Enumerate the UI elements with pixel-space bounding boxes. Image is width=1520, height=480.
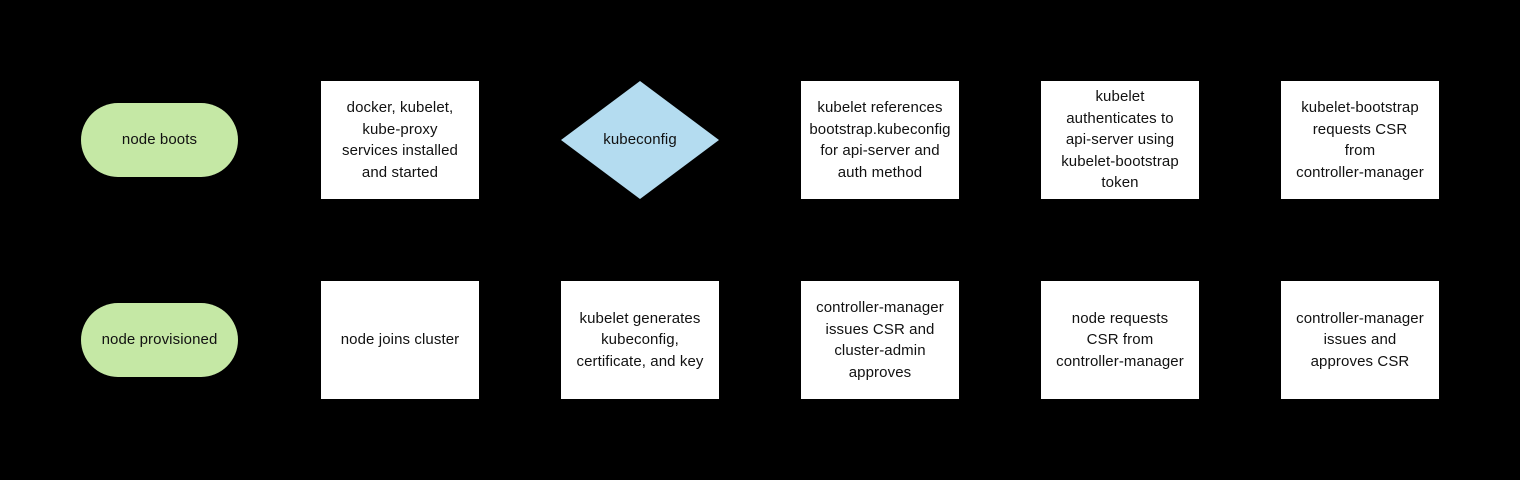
node-terminator-node-boots[interactable]: node boots [81, 103, 238, 177]
node-decision-kubeconfig[interactable]: kubeconfig [561, 81, 719, 199]
node-label: docker, kubelet, kube-proxy services ins… [341, 99, 458, 181]
node-process-bootstrap-requests-csr[interactable]: kubelet-bootstrap requests CSR from cont… [1281, 81, 1439, 199]
node-label: kubelet generates kubeconfig, certificat… [576, 309, 704, 370]
node-terminator-node-provisioned[interactable]: node provisioned [81, 303, 238, 377]
node-process-cm-issues-approves[interactable]: controller-manager issues and approves C… [1281, 281, 1439, 399]
node-label: kubeconfig [603, 131, 677, 149]
node-process-node-joins-cluster[interactable]: node joins cluster [321, 281, 479, 399]
node-label: node joins cluster [340, 331, 460, 349]
node-label: node provisioned [101, 331, 218, 349]
node-process-kubelet-authenticates[interactable]: kubelet authenticates to api-server usin… [1041, 81, 1199, 199]
node-label: controller-manager issues CSR and cluste… [816, 299, 944, 381]
node-label: controller-manager issues and approves C… [1296, 309, 1424, 370]
node-label: kubelet-bootstrap requests CSR from cont… [1296, 99, 1424, 181]
node-process-kubelet-references-bootstrap[interactable]: kubelet references bootstrap.kubeconfig … [801, 81, 959, 199]
node-process-cm-issues-csr[interactable]: controller-manager issues CSR and cluste… [801, 281, 959, 399]
node-label: kubelet authenticates to api-server usin… [1061, 88, 1179, 192]
node-process-services-installed[interactable]: docker, kubelet, kube-proxy services ins… [321, 81, 479, 199]
node-label: node requests CSR from controller-manage… [1056, 309, 1184, 370]
node-process-node-requests-csr[interactable]: node requests CSR from controller-manage… [1041, 281, 1199, 399]
node-label: kubelet references bootstrap.kubeconfig … [809, 99, 951, 181]
node-process-kubelet-generates[interactable]: kubelet generates kubeconfig, certificat… [561, 281, 719, 399]
node-label: node boots [121, 131, 198, 149]
